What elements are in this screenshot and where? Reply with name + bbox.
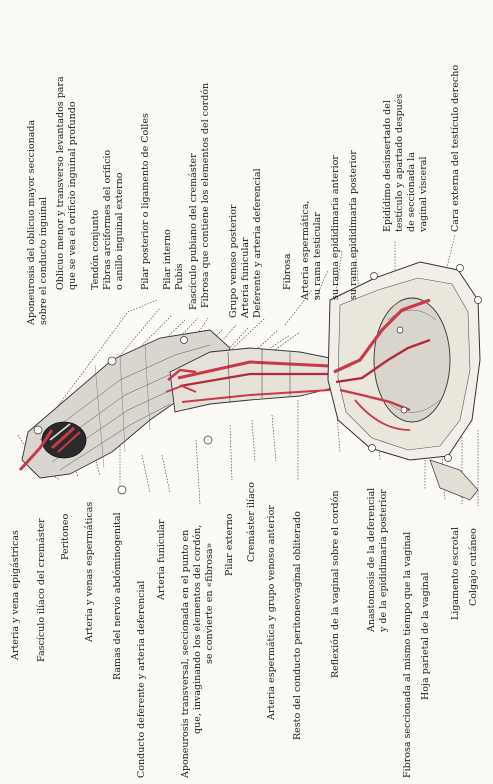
label-epididimaria-posterior: y de la epididimaria posterior	[378, 489, 389, 632]
label-peritoneo: Peritoneo	[60, 514, 71, 560]
label-arteria-espermatica: Arteria espermática,	[300, 201, 311, 300]
label-fibrosa-cordon: Fibrosa que contiene los elementos del c…	[200, 83, 211, 308]
label-tendon-conjunto: Tendón conjunto	[90, 210, 101, 290]
label-arteria-epigastricas: Arteria y vena epigástricas	[10, 530, 21, 660]
label-hoja-parietal: Hoja parietal de la vaginal	[420, 572, 431, 700]
label-epididimo: Epidídimo desinsertado del	[382, 100, 393, 232]
label-pilar-interno: Pilar interno	[162, 229, 173, 290]
label-arteria-funicular-bottom: Arteria funicular	[156, 519, 167, 600]
label-seccionada: de seccionada la	[406, 152, 417, 232]
label-pubis: Pubis	[174, 263, 185, 290]
label-anastomosis-deferencial: Anastomosis de la deferencial	[366, 488, 377, 632]
label-pilar-externo: Pilar externo	[224, 514, 235, 577]
label-fibrosa: Fibrosa	[282, 253, 293, 290]
deep-inguinal-ring	[42, 422, 86, 458]
label-deferente: Deferente y arteria deferencial	[252, 168, 263, 318]
label-colgajo-cutaneo: Colgajo cutáneo	[468, 528, 479, 606]
label-oblicuo-menor: Oblicuo menor y transverso levantados pa…	[55, 76, 66, 290]
label-vaginal-visceral: vaginal visceral	[418, 157, 429, 232]
label-ligamento-escrotal: Ligamento escrotal	[450, 527, 461, 620]
label-venas-espermaticas: Arteria y venas espermáticas	[84, 502, 95, 642]
label-cara-externa-testiculo: Cara externa del testículo derecho	[450, 65, 461, 232]
testis	[374, 298, 450, 422]
label-se-convierte-fibrosa: se convierte en «fibrosa»	[204, 543, 215, 664]
label-nervio-abdominogenital: Ramas del nervio abdóminogenital	[112, 512, 123, 680]
label-reflexion-vaginal: Reflexión de la vaginal sobre el cordón	[330, 491, 341, 678]
label-cremaster-iliaco: Cremáster ilíaco	[246, 482, 257, 562]
label-testiculo-apartado: testículo y apartado después	[394, 94, 405, 232]
label-espermatica-grupo-venoso: Arteria espermática y grupo venoso anter…	[266, 505, 277, 720]
label-aponeurosis-oblicuo: Aponeurosis del oblicuo mayor seccionada	[26, 120, 37, 325]
label-ligamento-colles: Pilar posterior o ligamento de Colles	[140, 113, 151, 290]
label-anillo-externo: o anillo inguinal externo	[114, 173, 125, 290]
label-fibras-arciformes: Fibras arciformes del orificio	[102, 150, 113, 290]
label-aponeurosis-transversal: Aponeurosis transversal, seccionada en e…	[180, 530, 191, 778]
label-arteria-funicular-top: Arteria funicular	[240, 237, 251, 318]
label-grupo-venoso-posterior: Grupo venoso posterior	[228, 205, 239, 318]
label-rama-epididimaria-anterior: su rama epididimaria anterior	[330, 155, 341, 300]
label-invaginando-cordon: que, invaginando los elementos del cordó…	[192, 525, 203, 734]
label-conducto-inguinal: sobre el conducto inguinal	[38, 197, 49, 325]
label-conducto-peritoneovaginal: Resto del conducto peritoneovaginal obli…	[292, 511, 303, 740]
label-fibrosa-seccionada: Fibrosa seccionada al mismo tiempo que l…	[402, 532, 413, 778]
label-fasciculo-pubiano: Fascículo pubiano del cremáster	[188, 153, 199, 310]
label-rama-testicular: su rama testicular	[312, 212, 323, 300]
label-conducto-deferente: Conducto deferente y arteria deferencial	[136, 581, 147, 778]
label-fasciculo-iliaco: Fascículo ilíaco del cremáster	[36, 518, 47, 662]
label-rama-epididimaria-posterior: su rama epididimaria posterior	[348, 150, 359, 300]
skin-flap	[430, 460, 478, 500]
label-orificio-profundo: que se vea el orificio inguinal profundo	[67, 101, 78, 290]
